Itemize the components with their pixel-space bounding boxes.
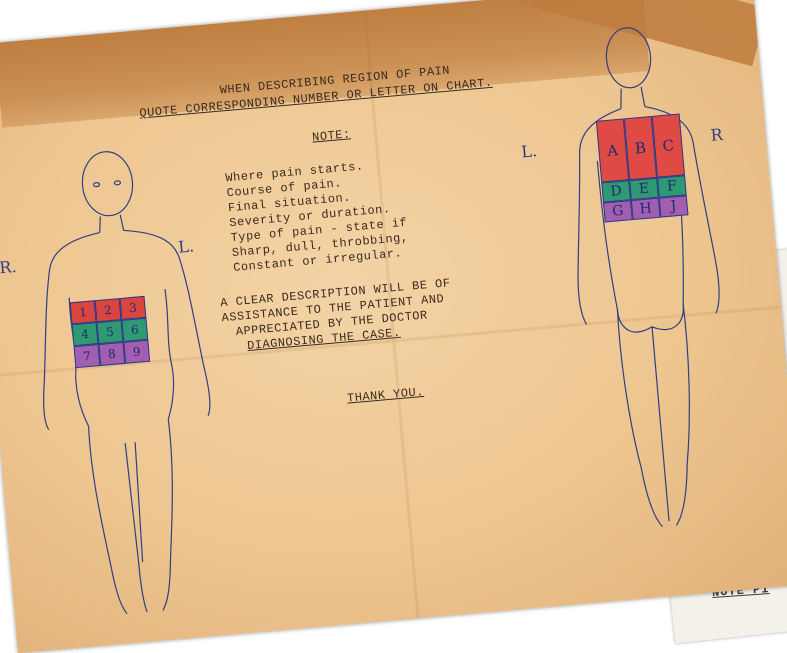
- front-left-marker: L.: [177, 236, 194, 256]
- back-region-c: C: [652, 114, 685, 178]
- front-region-4: 4: [72, 322, 99, 346]
- thank-you: THANK YOU.: [347, 385, 425, 406]
- back-region-g: G: [603, 200, 633, 222]
- front-right-marker: R.: [0, 257, 17, 277]
- front-region-2: 2: [95, 298, 122, 322]
- back-region-h: H: [631, 198, 661, 220]
- back-region-j: J: [659, 195, 689, 217]
- back-region-e: E: [629, 178, 659, 200]
- front-region-9: 9: [123, 340, 150, 364]
- back-region-d: D: [601, 180, 631, 202]
- front-region-6: 6: [121, 318, 148, 342]
- front-region-7: 7: [74, 344, 101, 368]
- front-region-1: 1: [70, 300, 97, 324]
- front-region-8: 8: [98, 342, 125, 366]
- back-body-outline: [531, 19, 776, 554]
- front-region-5: 5: [97, 320, 124, 344]
- back-right-marker: R: [710, 125, 724, 145]
- note-heading: NOTE:: [312, 127, 352, 144]
- back-left-marker: L.: [520, 141, 537, 161]
- front-body-outline: [0, 134, 255, 631]
- front-region-3: 3: [120, 296, 147, 320]
- back-region-f: F: [657, 175, 687, 197]
